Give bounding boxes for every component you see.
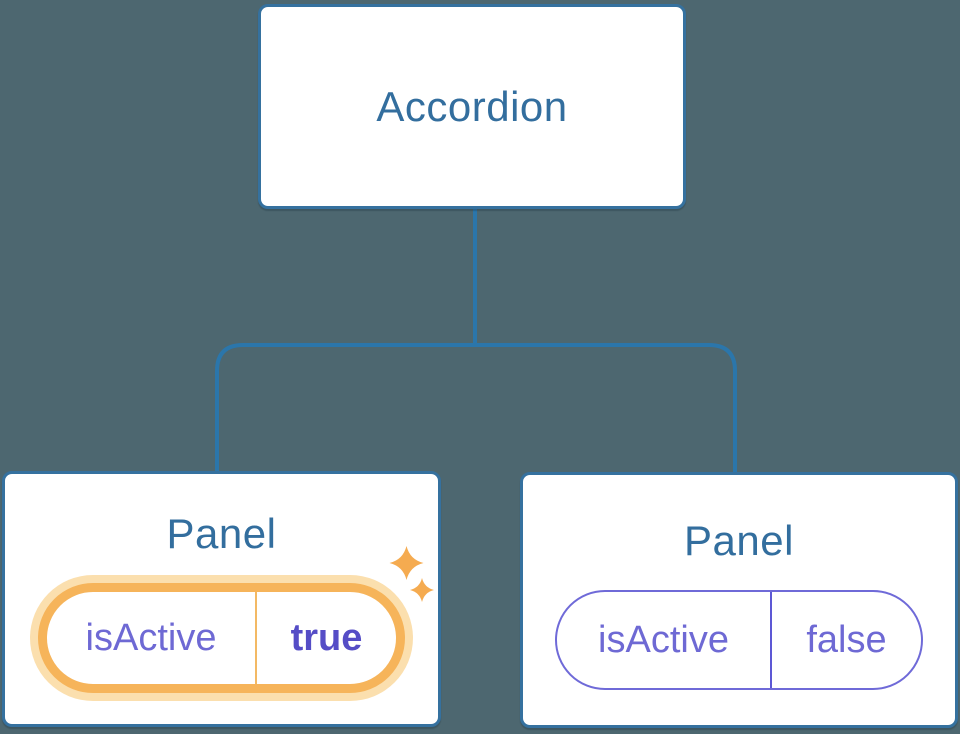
state-key: isActive: [557, 592, 772, 688]
sparkles-icon: [389, 546, 434, 602]
state-pill-active: isActive true: [38, 583, 405, 693]
state-key: isActive: [47, 592, 257, 684]
state-value: true: [290, 617, 363, 659]
state-value: false: [806, 619, 887, 661]
sparkle-small: [410, 578, 434, 602]
panel-title: Panel: [684, 517, 794, 564]
connector-branch: [215, 343, 737, 472]
panel-title: Panel: [166, 510, 277, 557]
sparkle-large: [389, 546, 424, 580]
node-accordion-label: Accordion: [376, 82, 568, 130]
node-panel-inactive: Panel isActive false: [520, 472, 958, 728]
state-pill-inactive: isActive false: [555, 590, 923, 690]
node-panel-active: Panel isActive true: [2, 471, 441, 727]
node-accordion: Accordion: [258, 4, 686, 209]
